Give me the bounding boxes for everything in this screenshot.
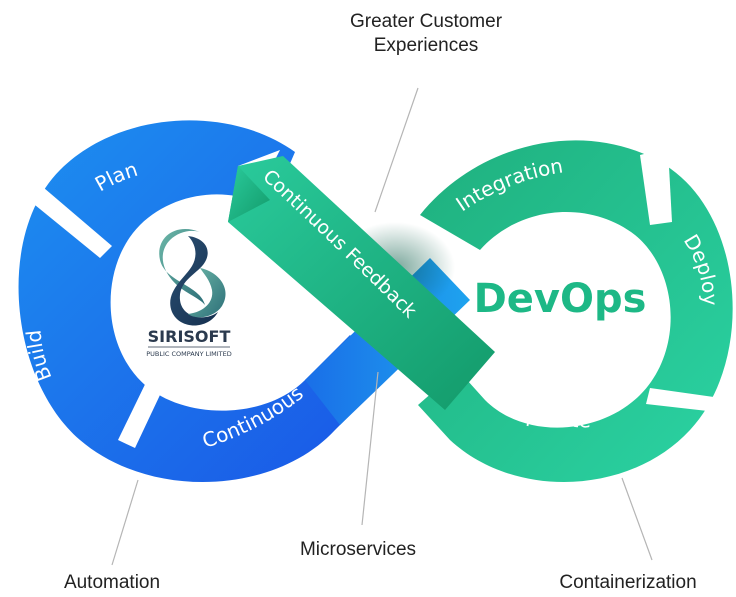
callout-line-customer	[374, 87, 419, 213]
deploy-operate-gap	[646, 388, 735, 414]
callout-greater-customer-line2: Experiences	[374, 35, 479, 56]
build-continuous-gap	[118, 370, 168, 448]
callout-greater-customer-line1: Greater Customer	[350, 11, 503, 32]
plan-build-gap	[35, 188, 112, 258]
callout-automation: Automation	[64, 572, 160, 593]
sirisoft-logo: SIRISOFT PUBLIC COMPANY LIMITED	[146, 228, 232, 358]
logo-tagline: PUBLIC COMPANY LIMITED	[146, 350, 232, 358]
callout-lines	[111, 87, 653, 566]
callout-microservices: Microservices	[300, 539, 416, 560]
right-loop	[418, 140, 735, 483]
callout-line-automation	[111, 479, 139, 566]
callout-line-microservices	[361, 371, 379, 526]
callout-containerization: Containerization	[559, 572, 696, 593]
logo-name: SIRISOFT	[148, 327, 231, 346]
left-loop-ring	[18, 120, 385, 483]
integration-deploy-gap	[640, 148, 672, 225]
logo-s-icon	[159, 228, 226, 326]
callout-line-containerization	[621, 477, 653, 561]
devops-title: DevOps	[474, 276, 647, 322]
feedback-arrow-tail	[228, 166, 270, 222]
continuous-feedback-band	[228, 156, 495, 410]
